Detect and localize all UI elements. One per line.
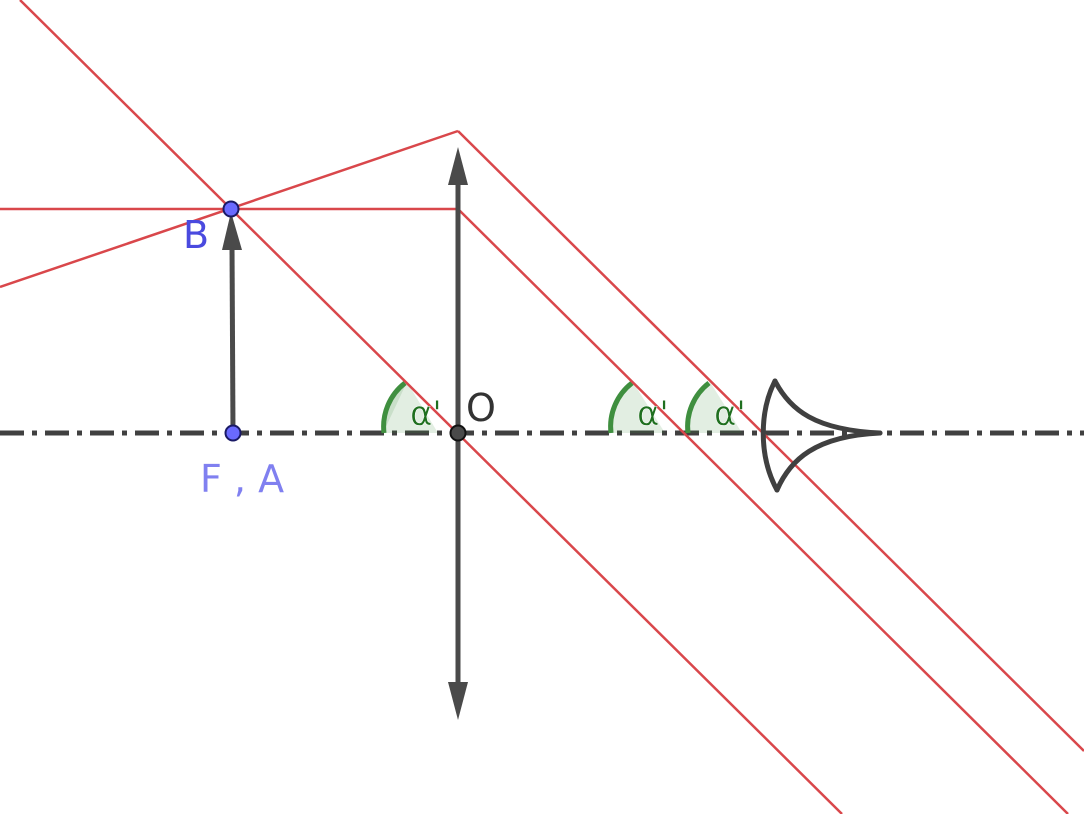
eye-icon xyxy=(760,378,883,493)
angle-label-3: α' xyxy=(714,394,746,434)
point-b[interactable] xyxy=(222,200,240,218)
angle-label-2: α' xyxy=(637,394,669,434)
angle-marker-3 xyxy=(685,381,742,434)
label-b: B xyxy=(183,213,209,257)
label-f-a: F , A xyxy=(200,457,284,501)
ray-refracted-from-horizontal xyxy=(457,208,1069,814)
object-arrow xyxy=(222,212,242,434)
point-o[interactable] xyxy=(449,424,467,442)
angle-marker-2 xyxy=(608,381,665,434)
ray-refracted-from-top xyxy=(457,130,1084,752)
angle-label-1: α' xyxy=(410,394,442,434)
ray-through-center xyxy=(19,0,843,814)
point-f-a[interactable] xyxy=(224,424,242,442)
angle-marker-1 xyxy=(381,381,438,434)
label-o: O xyxy=(466,386,496,430)
